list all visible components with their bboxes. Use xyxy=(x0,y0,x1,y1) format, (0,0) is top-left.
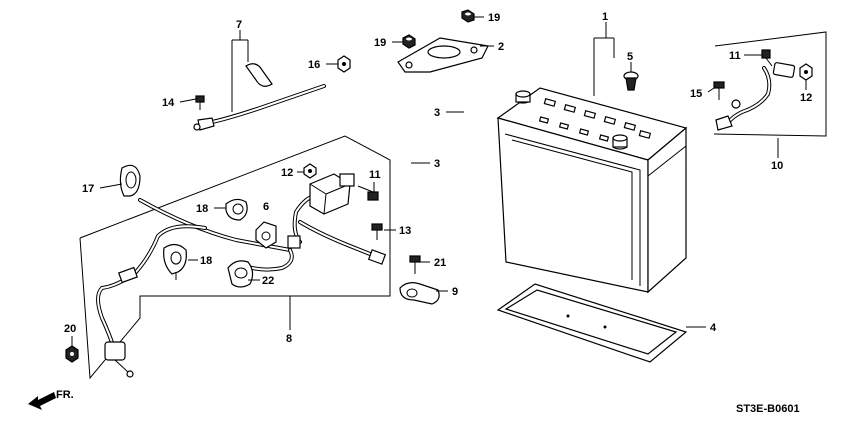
flange-nut-19-top[interactable] xyxy=(461,9,475,23)
front-direction-marker: FR. xyxy=(28,389,74,410)
flange-nut-19-left[interactable] xyxy=(402,34,416,49)
nut-16[interactable] xyxy=(337,55,351,73)
battery-terminal-positive[interactable] xyxy=(515,90,531,104)
callout-5: 5 xyxy=(627,51,633,63)
bolt-21[interactable] xyxy=(409,255,421,274)
callout-15: 15 xyxy=(690,88,702,100)
callout-3-upper: 3 xyxy=(434,107,440,119)
cable-clamp-6[interactable] xyxy=(255,221,277,249)
callout-21: 21 xyxy=(434,257,446,269)
battery-tray[interactable] xyxy=(496,283,688,363)
leader-lines xyxy=(71,16,807,346)
callout-12-left: 12 xyxy=(281,167,293,179)
bolt-13[interactable] xyxy=(371,223,383,240)
bolt-14[interactable] xyxy=(195,95,205,110)
ground-cable-assembly[interactable] xyxy=(713,31,827,137)
callout-8: 8 xyxy=(286,333,292,345)
callout-7: 7 xyxy=(236,19,242,31)
terminal-cover[interactable] xyxy=(623,71,639,91)
nut-12-right[interactable] xyxy=(799,63,813,81)
callout-2: 2 xyxy=(498,41,504,53)
battery-setting-plate[interactable] xyxy=(397,37,489,73)
callout-3-lower: 3 xyxy=(434,158,440,170)
callout-22: 22 xyxy=(262,275,274,287)
battery[interactable] xyxy=(496,87,688,294)
callout-11-right: 11 xyxy=(729,50,741,62)
wire-clip-17[interactable] xyxy=(119,164,141,197)
positive-terminal-clamp[interactable] xyxy=(104,341,134,378)
front-label: FR. xyxy=(56,389,74,401)
callout-20: 20 xyxy=(64,323,76,335)
battery-cell-caps xyxy=(538,98,652,142)
ground-cable[interactable] xyxy=(193,63,326,131)
callout-4: 4 xyxy=(710,322,717,334)
nut-12-left[interactable] xyxy=(303,163,317,179)
callout-18-upper: 18 xyxy=(196,203,208,215)
callout-10: 10 xyxy=(771,160,783,172)
callout-9: 9 xyxy=(452,286,458,298)
callout-18-lower: 18 xyxy=(200,255,212,267)
callout-17: 17 xyxy=(82,183,94,195)
callout-19-left: 19 xyxy=(374,37,386,49)
battery-hold-down-bolt-short[interactable] xyxy=(401,94,412,245)
callout-6: 6 xyxy=(263,201,269,213)
nut-20[interactable] xyxy=(65,345,79,363)
cable-clamp-22[interactable] xyxy=(227,260,254,288)
bolt-11-left[interactable] xyxy=(357,185,379,201)
front-arrow-icon xyxy=(28,392,56,410)
callout-12-right: 12 xyxy=(800,92,812,104)
bolt-15[interactable] xyxy=(713,81,725,100)
diagram-code: ST3E-B0601 xyxy=(736,403,800,415)
battery-terminal-negative[interactable] xyxy=(612,134,628,150)
callout-16: 16 xyxy=(308,59,320,71)
bolt-11-right[interactable] xyxy=(761,49,773,67)
wire-clip-18-upper[interactable] xyxy=(225,198,248,221)
callout-1: 1 xyxy=(602,11,608,23)
battery-cable-assembly[interactable] xyxy=(79,135,391,380)
callout-labels: 1 2 3 3 4 5 6 7 8 9 10 11 11 12 12 13 14… xyxy=(64,11,812,345)
bracket-9[interactable] xyxy=(399,282,440,305)
callout-19-top: 19 xyxy=(488,12,500,24)
battery-hold-down-bolt-long[interactable] xyxy=(463,77,479,190)
callout-14: 14 xyxy=(162,97,175,109)
callout-11-left: 11 xyxy=(369,169,381,181)
callout-13: 13 xyxy=(399,225,411,237)
wire-clip-18-lower[interactable] xyxy=(163,243,187,280)
